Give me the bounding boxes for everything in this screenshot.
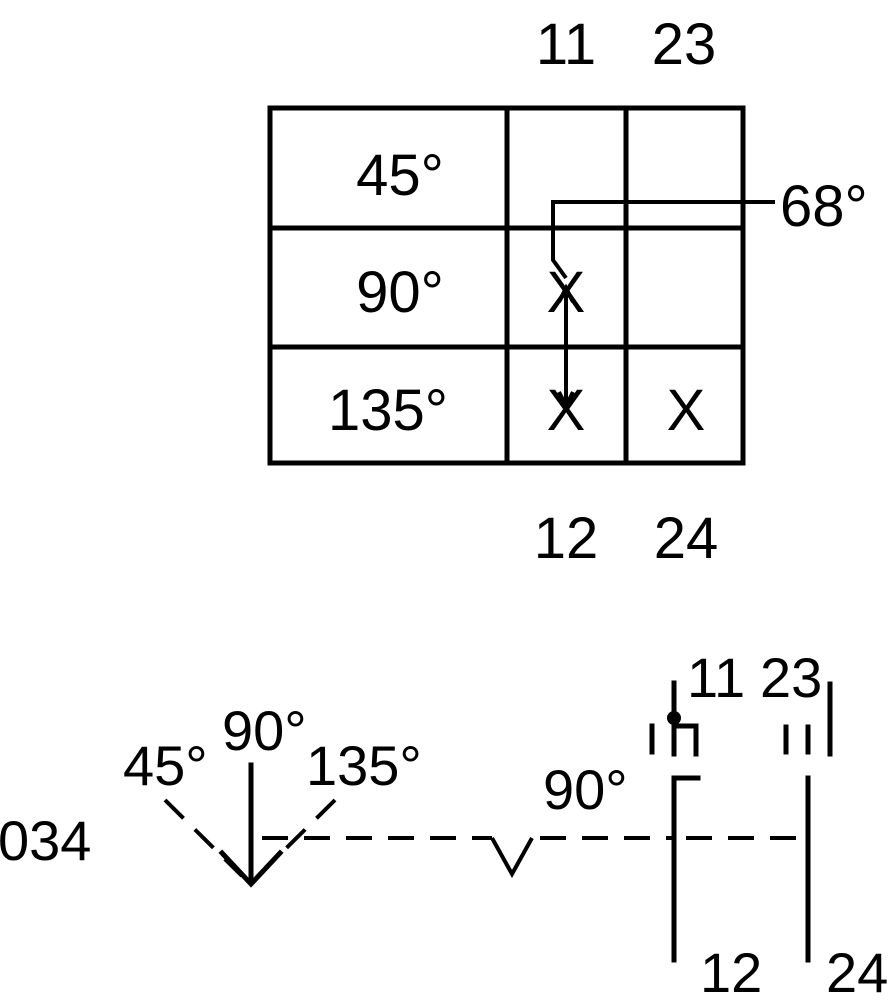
contact-table: 11 23 45° 90° 135° X X X 68° 12 24 xyxy=(267,12,868,571)
cam-angle-label: 90° xyxy=(543,758,628,821)
contact-a-moving-blade xyxy=(671,775,701,963)
contact-a-pivot-dot xyxy=(667,711,681,725)
contact-b-top-label: 23 xyxy=(760,646,822,709)
table-row-angle-135: 135° xyxy=(328,378,448,443)
callout-arrow-head-bottom xyxy=(557,391,575,411)
callout-label-68: 68° xyxy=(780,174,868,239)
table-mark-135-23: X xyxy=(667,378,706,443)
selector-right-dashed xyxy=(256,798,337,878)
position-label-135: 135° xyxy=(306,734,422,797)
callout-arrow-head-top xyxy=(557,283,575,303)
contact-b-bottom-label: 24 xyxy=(826,941,888,1000)
position-label-90: 90° xyxy=(222,699,307,762)
table-col-header-11: 11 xyxy=(536,12,596,77)
position-label-45: 45° xyxy=(123,734,208,797)
contact-a-top-label: 11 xyxy=(687,646,745,709)
table-col-footer-24: 24 xyxy=(654,506,719,571)
callout-leader-68 xyxy=(551,200,775,280)
table-col-footer-12: 12 xyxy=(534,506,599,571)
table-row-angle-45: 45° xyxy=(356,143,444,208)
switch-schematic: 034 45° 90° 135° 90° 11 12 23 24 xyxy=(0,646,888,1000)
table-row-angle-90: 90° xyxy=(356,260,444,325)
selector-left-dashed xyxy=(163,798,244,878)
contact-a-bottom-label: 12 xyxy=(700,941,762,1000)
cam-notch xyxy=(490,837,534,879)
table-col-header-23: 23 xyxy=(652,12,717,77)
contact-a-delay-hook xyxy=(671,723,699,757)
device-code-label: 034 xyxy=(0,809,91,872)
